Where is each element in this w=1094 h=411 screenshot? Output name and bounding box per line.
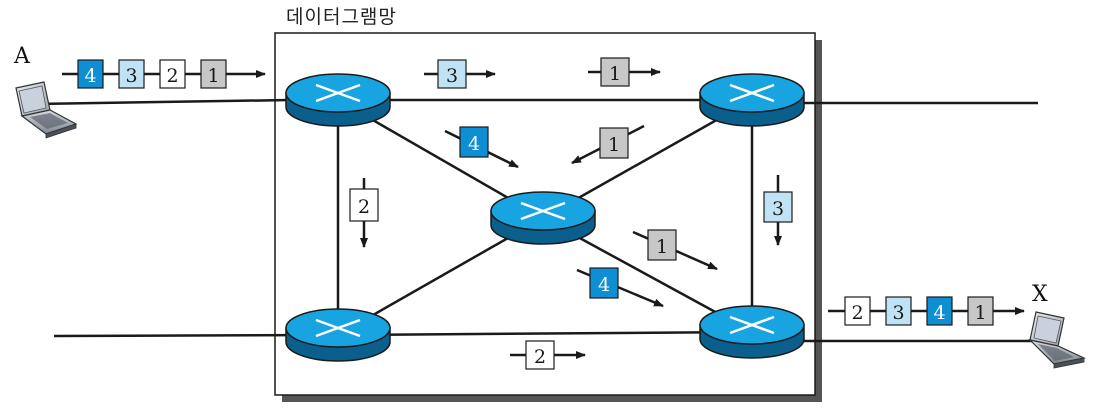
packet-number: 1 (207, 65, 219, 87)
packet-flow-bottom: 2 (510, 340, 586, 370)
router-center (490, 191, 596, 245)
packet: 1 (967, 296, 994, 326)
packet-number: 2 (358, 196, 370, 218)
router-top-right (699, 73, 805, 127)
packet-flow-right: 3 (763, 175, 793, 246)
packet-flow-top-b: 1 (588, 57, 661, 87)
laptop-destination-icon (1028, 311, 1086, 369)
packet: 3 (885, 296, 912, 326)
packet-number: 4 (598, 274, 610, 296)
router-bottom-right (699, 305, 805, 359)
packet-flow-diag-center-br-b: 4 (576, 267, 664, 308)
packet-number: 4 (84, 65, 96, 87)
destination-host-label: X (1032, 282, 1048, 307)
packet: 2 (159, 59, 186, 89)
packet-flow-diag-tl-center: 4 (444, 126, 519, 169)
packet: 3 (118, 59, 145, 89)
packet: 1 (200, 59, 227, 89)
packet-flow-left: 2 (349, 178, 379, 248)
packet: 4 (459, 126, 489, 158)
packet-number: 2 (534, 346, 546, 368)
packet-flow-diag-tr-center: 1 (571, 124, 645, 165)
router-bottom-left (285, 308, 391, 362)
packet-number: 1 (656, 236, 668, 258)
source-host-label: A (14, 44, 30, 69)
packet-number: 1 (609, 63, 621, 85)
packet-number: 2 (851, 302, 863, 324)
destination-packet-queue: 2 3 4 1 (828, 296, 1025, 326)
packet-number: 3 (125, 65, 137, 87)
packet-number: 2 (166, 65, 178, 87)
packet: 4 (77, 59, 104, 89)
packet: 2 (349, 188, 379, 222)
packet: 1 (599, 127, 629, 159)
packet-number: 1 (608, 134, 620, 156)
packet-number: 4 (933, 302, 945, 324)
packet: 2 (525, 340, 555, 370)
packet-flow-top-a: 3 (424, 59, 496, 89)
laptop-source-icon (15, 81, 78, 139)
network-title: 데이터그램망 (286, 6, 397, 28)
packet-number: 3 (772, 198, 784, 220)
packet: 1 (647, 229, 677, 261)
source-packet-queue: 4 3 2 1 (62, 59, 266, 89)
packet: 2 (844, 296, 871, 326)
router-top-left (285, 73, 391, 127)
packet: 3 (763, 191, 793, 223)
packet: 4 (589, 267, 619, 299)
link-source-to-router-tl (34, 98, 291, 106)
packet: 3 (437, 59, 467, 89)
packet-number: 3 (446, 65, 458, 87)
packet: 4 (926, 296, 953, 326)
link-router-bl-to-router-br (337, 330, 753, 337)
packet-number: 3 (892, 302, 904, 324)
packet-number: 1 (974, 302, 986, 324)
packet-flow-diag-center-br-a: 1 (632, 229, 718, 271)
packet-number: 4 (468, 133, 480, 155)
packet: 1 (600, 57, 630, 87)
